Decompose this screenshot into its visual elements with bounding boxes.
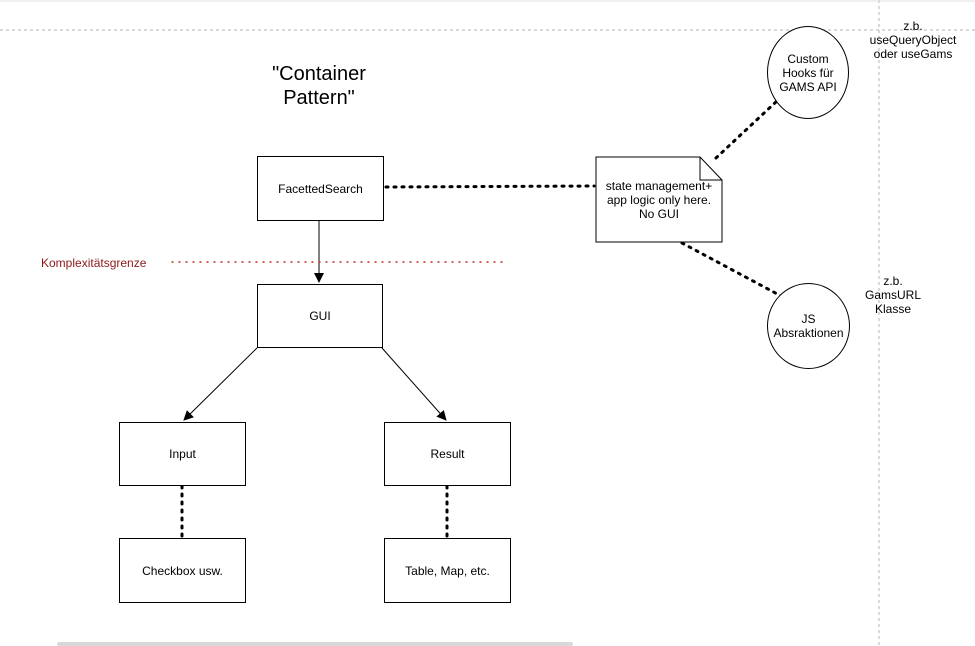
- annotation-gams-url: z.b. GamsURL Klasse: [864, 274, 921, 316]
- node-result[interactable]: Result: [384, 422, 511, 486]
- complexity-boundary-label: Komplexitätsgrenze: [41, 256, 147, 270]
- note-text[interactable]: state management+ app logic only here. N…: [605, 179, 713, 221]
- dotted-note-js: [680, 241, 783, 298]
- arrow-gui-result: [381, 347, 447, 421]
- circle-js-abstractions[interactable]: JS Absraktionen: [767, 283, 850, 369]
- node-input[interactable]: Input: [119, 422, 246, 486]
- horizontal-scrollbar[interactable]: [57, 642, 573, 646]
- arrow-gui-input: [183, 347, 258, 421]
- annotation-use-query: z.b. useQueryObject oder useGams: [869, 19, 957, 61]
- circle-custom-hooks[interactable]: Custom Hooks für GAMS API: [767, 26, 849, 119]
- note-shape: [595, 156, 723, 243]
- node-table-map[interactable]: Table, Map, etc.: [384, 538, 511, 603]
- diagram-title: "Container Pattern": [272, 63, 366, 109]
- node-facettedsearch[interactable]: FacettedSearch: [257, 156, 384, 221]
- note-fold: [699, 157, 722, 181]
- dotted-facettedsearch-note: [384, 184, 596, 189]
- node-gui[interactable]: GUI: [257, 284, 383, 348]
- dotted-note-customhooks: [714, 98, 780, 160]
- node-checkbox[interactable]: Checkbox usw.: [119, 538, 246, 603]
